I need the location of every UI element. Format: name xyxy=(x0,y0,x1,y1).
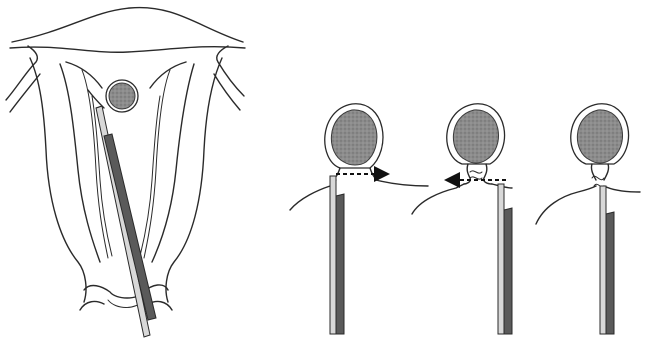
right-fallopian-tube xyxy=(217,46,244,96)
instrument-sheath xyxy=(96,106,150,337)
polyp-mass xyxy=(109,83,135,109)
step-3-instrument-sheath xyxy=(600,186,606,334)
step-3-endometrium xyxy=(536,186,640,224)
instrument-shaft xyxy=(104,134,156,320)
cavity-inner-right-2 xyxy=(140,96,160,256)
step-1-polyp-mass xyxy=(331,110,377,165)
step-2-polyp-mass xyxy=(453,110,498,163)
step-2-stalk-coils xyxy=(470,171,482,179)
step-1-panel xyxy=(290,104,428,334)
right-fallopian-tube-lower xyxy=(214,74,240,110)
step-1-instrument-shaft xyxy=(336,194,344,334)
uterine-fundus-outer xyxy=(12,8,243,42)
step-3-polyp-mass xyxy=(577,110,622,163)
cervix xyxy=(84,285,168,298)
cavity-inner-right xyxy=(144,70,170,258)
step-2-instrument-sheath xyxy=(498,184,504,334)
step-2-panel xyxy=(412,104,512,334)
cervix-lower xyxy=(80,302,172,310)
uterus-overview-panel xyxy=(6,8,245,337)
step-2-endometrium xyxy=(412,184,512,214)
step-1-endometrium xyxy=(290,180,428,210)
step-3-instrument-shaft xyxy=(606,212,614,334)
step-1-instrument-sheath xyxy=(330,176,336,334)
step-2-instrument-shaft xyxy=(504,208,512,334)
left-fallopian-tube-lower xyxy=(10,74,40,112)
step-3-panel xyxy=(536,104,640,334)
left-fallopian-tube xyxy=(6,46,37,100)
step-3-polyp-stalk xyxy=(591,164,608,180)
uterine-fundus-inner xyxy=(10,47,245,53)
